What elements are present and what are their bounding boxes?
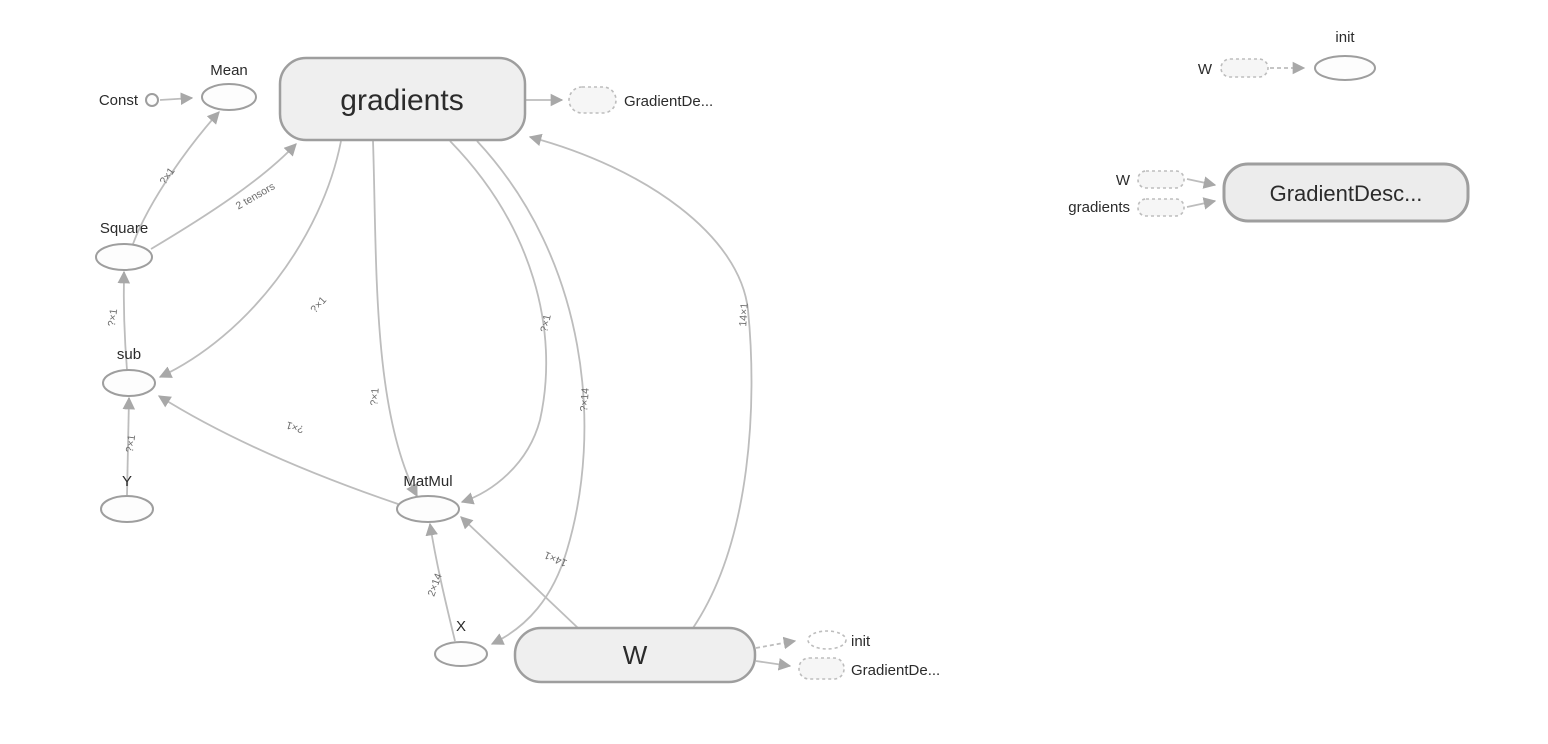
edge-sub-square — [117, 270, 131, 371]
node-gradients[interactable]: gradients — [278, 56, 527, 142]
edge-w-graddescent-stub — [755, 658, 792, 671]
aux-graddescent-input2-stub[interactable] — [1137, 198, 1185, 217]
edge-label-square-gradients: 2 tensors — [234, 180, 277, 212]
edge-label-sub-square: ?×1 — [106, 308, 120, 327]
node-const-label: Const — [99, 92, 139, 109]
aux-init-label: init — [1335, 29, 1355, 46]
node-graddescent-stub-top[interactable]: GradientDe... — [568, 86, 713, 114]
aux-graddescent-label: GradientDesc... — [1270, 181, 1423, 206]
node-x[interactable]: X — [434, 618, 488, 667]
edge-label-gradients-matmul-a: ?×1 — [368, 387, 381, 406]
edge-aux-gradstub-graddescent — [1186, 197, 1217, 210]
edge-labels-layer: ?×1 2 tensors ?×1 ?×1 ?×1 ?×1 ?×1 ?×1 ?×… — [106, 165, 751, 598]
node-x-label: X — [456, 618, 466, 635]
edge-square-gradients — [150, 143, 297, 250]
node-sub-label: sub — [117, 346, 141, 363]
node-square[interactable]: Square — [95, 220, 153, 271]
aux-node-gradient-descent[interactable]: GradientDesc... W gradients — [1068, 162, 1470, 223]
edge-w-matmul — [460, 516, 579, 629]
node-w-label: W — [623, 640, 648, 670]
node-graddescent-stub-bottom-label: GradientDe... — [851, 662, 940, 679]
edges-layer — [117, 61, 1306, 671]
node-graddescent-stub-top-label: GradientDe... — [624, 93, 713, 110]
node-init-stub-shape[interactable] — [807, 630, 847, 650]
node-mean[interactable]: Mean — [201, 62, 257, 111]
node-matmul[interactable]: MatMul — [396, 473, 460, 523]
edge-label-w-matmul: 14×1 — [542, 549, 569, 569]
edge-gradients-matmul-b — [449, 140, 548, 505]
node-graddescent-stub-bottom[interactable]: GradientDe... — [798, 657, 940, 680]
edge-const-mean — [159, 92, 194, 105]
node-x-shape[interactable] — [434, 641, 488, 667]
edge-aux-wstub-graddescent — [1186, 176, 1217, 189]
node-const-shape[interactable] — [145, 93, 159, 107]
edge-gradients-sub — [158, 140, 342, 378]
node-sub-shape[interactable] — [102, 369, 156, 397]
node-matmul-label: MatMul — [403, 473, 452, 490]
node-gradients-label: gradients — [340, 84, 463, 117]
node-y-shape[interactable] — [100, 495, 154, 523]
aux-graddescent-input1-stub[interactable] — [1137, 170, 1185, 189]
edge-label-gradients-x: ?×14 — [578, 387, 592, 412]
edge-gradients-x — [476, 140, 586, 645]
node-square-label: Square — [100, 220, 148, 237]
edge-x-matmul — [425, 522, 456, 642]
edge-square-mean — [132, 111, 220, 245]
aux-graddescent-input2-label: gradients — [1068, 199, 1130, 216]
edge-label-w-gradients: 14×1 — [737, 302, 751, 327]
node-matmul-shape[interactable] — [396, 495, 460, 523]
node-init-stub[interactable]: init — [807, 630, 871, 650]
node-sub[interactable]: sub — [102, 346, 156, 397]
edge-w-gradients — [528, 133, 753, 629]
aux-init-input-label: W — [1198, 61, 1213, 78]
edge-label-gradients-matmul-b: ?×1 — [538, 313, 553, 333]
edge-matmul-sub — [157, 395, 399, 505]
node-gradients-shape[interactable] — [278, 56, 527, 142]
aux-init-shape[interactable] — [1314, 55, 1376, 81]
node-w-shape[interactable] — [513, 626, 757, 684]
edge-y-sub — [122, 396, 136, 496]
node-w[interactable]: W — [513, 626, 757, 684]
aux-graddescent-input1-label: W — [1116, 172, 1131, 189]
edge-label-gradients-sub: ?×1 — [308, 294, 329, 315]
node-graddescent-stub-top-shape[interactable] — [568, 86, 617, 114]
aux-graddescent-shape[interactable] — [1222, 162, 1470, 223]
node-square-shape[interactable] — [95, 243, 153, 271]
node-const[interactable]: Const — [99, 92, 159, 109]
node-y-label: Y — [122, 473, 132, 490]
node-init-stub-label: init — [851, 633, 871, 650]
edge-label-y-sub: ?×1 — [124, 434, 138, 453]
node-mean-label: Mean — [210, 62, 248, 79]
edge-gradients-matmul-a — [372, 140, 418, 498]
aux-init-input-stub[interactable] — [1220, 58, 1269, 78]
aux-node-init[interactable]: init W — [1198, 29, 1376, 81]
node-mean-shape[interactable] — [201, 83, 257, 111]
edge-w-init-stub — [755, 636, 797, 650]
node-graddescent-stub-bottom-shape[interactable] — [798, 657, 845, 680]
edge-label-matmul-sub: ?×1 — [285, 418, 306, 435]
node-y[interactable]: Y — [100, 473, 154, 523]
